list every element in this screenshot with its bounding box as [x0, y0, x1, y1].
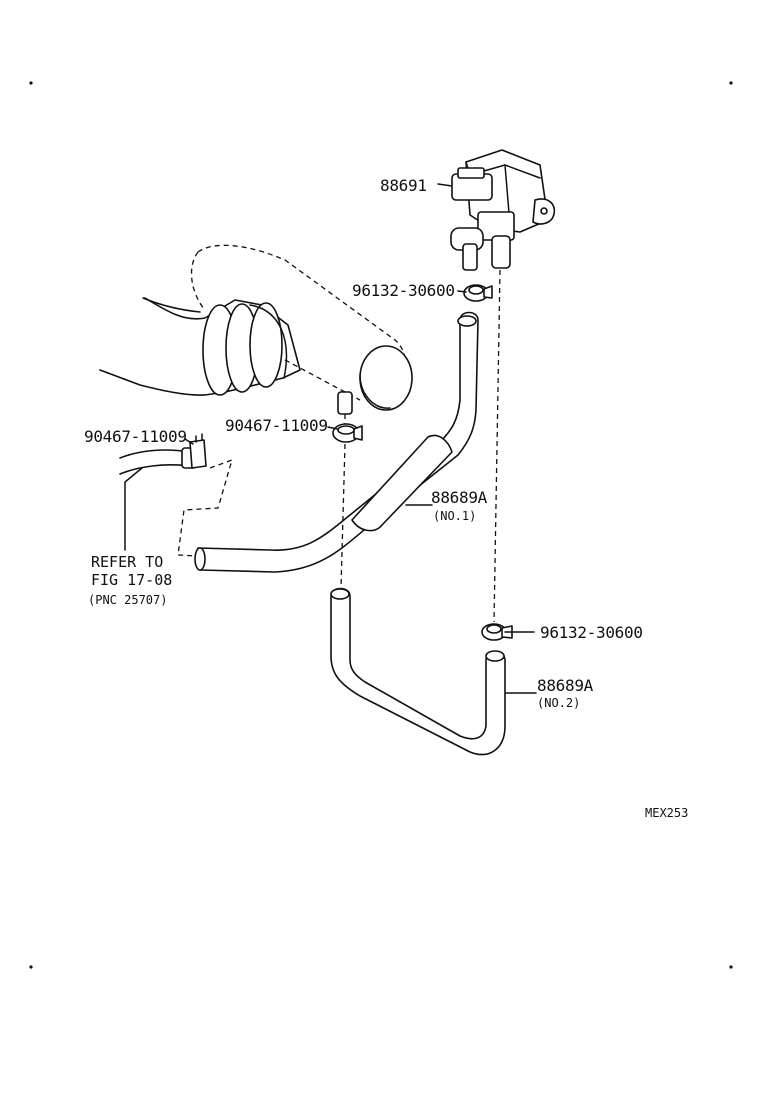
clamp-lower-right-illustration: [481, 623, 513, 641]
hose-no2-illustration: [330, 587, 506, 756]
label-clamp-lower-right: 96132-30600: [540, 623, 643, 642]
reference-note: REFER TO FIG 17-08 (PNC 25707): [88, 553, 172, 607]
diagram-code: MEX253: [645, 806, 688, 820]
vsv-88691-illustration: [450, 149, 556, 271]
corner-marks: [29, 81, 733, 969]
leader-lines: [124, 183, 537, 694]
label-clamp-left: 90467-11009: [84, 427, 187, 446]
label-clamp-upper-right: 96132-30600: [352, 281, 455, 300]
hose-no1-illustration: [194, 311, 479, 573]
reference-line-3: (PNC 25707): [88, 593, 167, 607]
label-hose-no1-sub: (NO.1): [433, 509, 476, 523]
label-vsv: 88691: [380, 176, 427, 195]
clamp-upper-right-illustration: [463, 284, 493, 302]
clamp-center-illustration: [332, 423, 363, 443]
label-clamp-center: 90467-11009: [225, 416, 328, 435]
label-hose-no2-sub: (NO.2): [537, 696, 580, 710]
reference-line-2: FIG 17-08: [91, 571, 172, 589]
left-hose-illustration: [119, 433, 207, 475]
label-hose-no2: 88689A: [537, 676, 594, 695]
intake-duct-illustration: [99, 244, 413, 415]
assembly-lines: [177, 269, 501, 623]
label-hose-no1: 88689A: [431, 488, 488, 507]
part-labels: 88691 96132-30600 90467-11009 90467-1100…: [84, 176, 643, 710]
reference-line-1: REFER TO: [91, 553, 163, 571]
